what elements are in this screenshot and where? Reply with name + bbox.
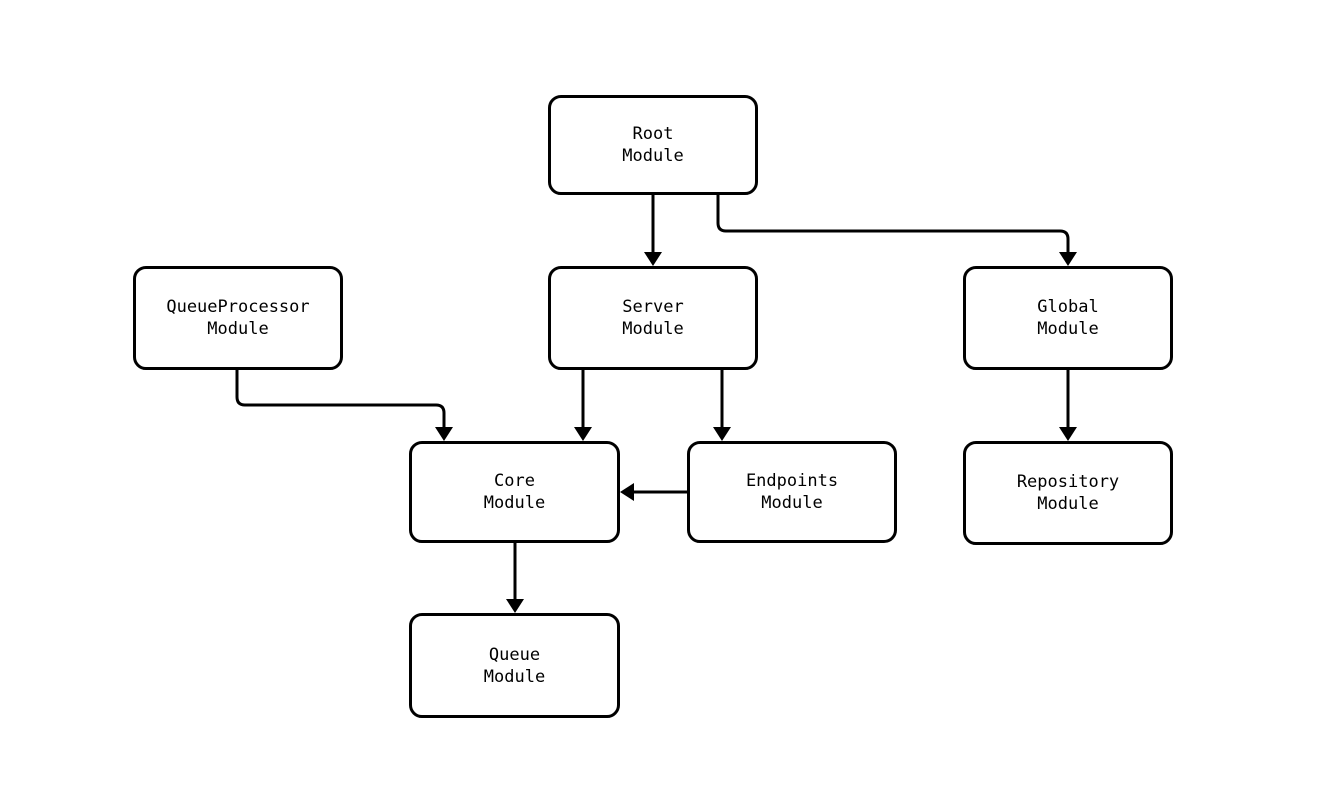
edge-path-group (235, 195, 1070, 599)
node-core-module-label: Core Module (483, 471, 546, 513)
node-endpoints-module-label: Endpoints Module (745, 471, 839, 513)
node-global-module-label: Global Module (1037, 297, 1099, 339)
arrowhead-server-core (574, 427, 592, 441)
node-server-module[interactable]: Server Module (548, 266, 758, 370)
node-root-module-label: Root Module (622, 124, 684, 166)
node-root-module[interactable]: Root Module (548, 95, 758, 195)
node-server-module-label: Server Module (622, 297, 684, 339)
node-queueprocessor-module-label: QueueProcessor Module (166, 297, 310, 339)
node-repository-module-label: Repository Module (1016, 472, 1120, 514)
node-repository-module[interactable]: Repository Module (963, 441, 1173, 545)
node-core-module[interactable]: Core Module (409, 441, 620, 543)
node-queue-module[interactable]: Queue Module (409, 613, 620, 718)
node-queueprocessor-module[interactable]: QueueProcessor Module (133, 266, 343, 370)
arrowhead-global-repository (1059, 427, 1077, 441)
arrowhead-endpoints-core (620, 483, 634, 501)
edge-root-global (716, 195, 1070, 252)
arrowhead-root-server (644, 252, 662, 266)
node-global-module[interactable]: Global Module (963, 266, 1173, 370)
arrowhead-queueprocessor-core (435, 427, 453, 441)
node-endpoints-module[interactable]: Endpoints Module (687, 441, 897, 543)
arrowhead-core-queue (506, 599, 524, 613)
edge-queueprocessor-core (235, 370, 446, 427)
node-queue-module-label: Queue Module (483, 644, 546, 687)
arrowhead-root-global (1059, 252, 1077, 266)
arrowhead-server-endpoints (713, 427, 731, 441)
